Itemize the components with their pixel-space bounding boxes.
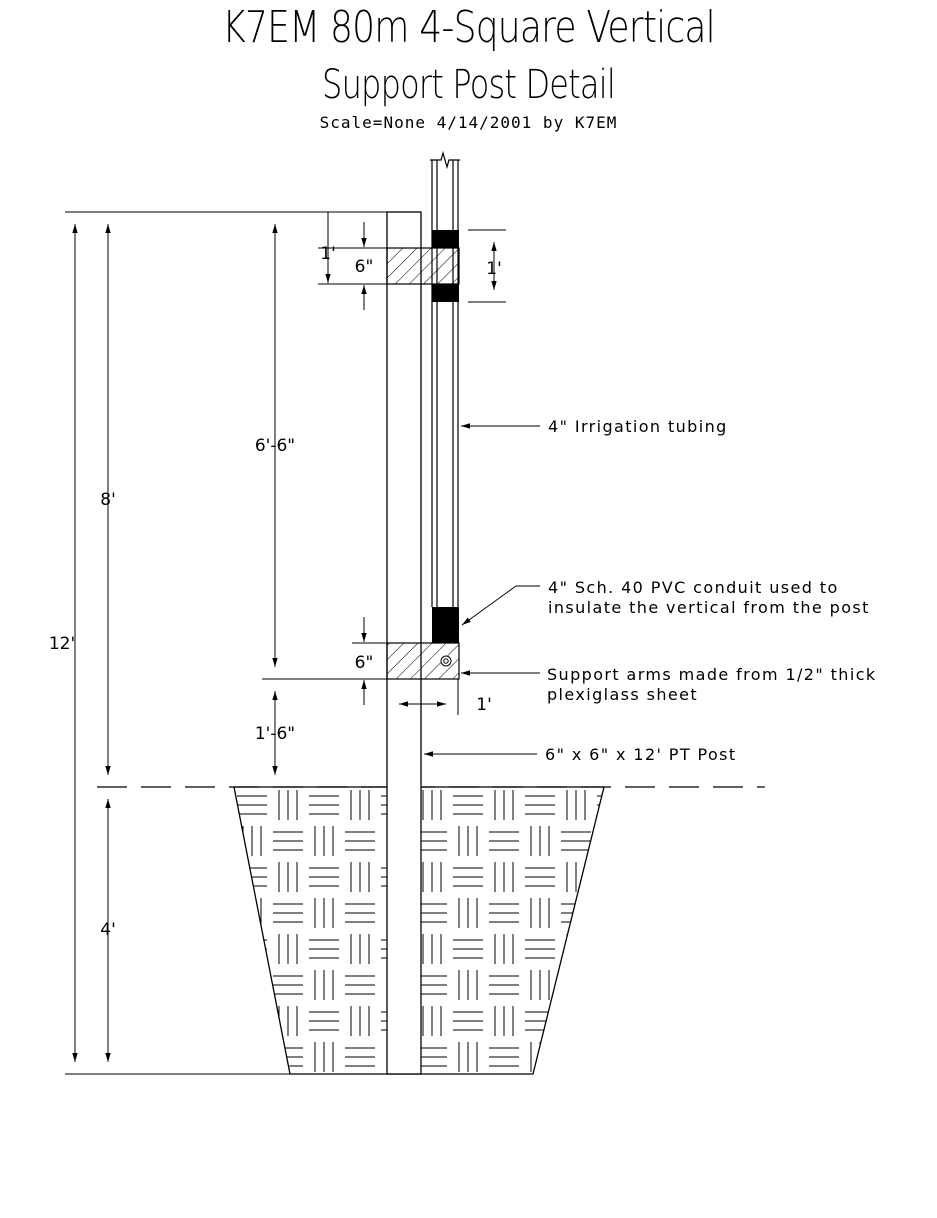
irrigation-tubing: [430, 150, 460, 607]
drawing-subtitle: Support Post Detail: [322, 62, 616, 108]
top-support-arm: [386, 247, 460, 285]
bottom-conduit: [432, 607, 459, 643]
dim-overall-height: 12': [49, 634, 75, 654]
drawing-title: K7EM 80m 4-Square Vertical: [222, 2, 716, 53]
concrete-footing: [233, 786, 605, 1075]
dim-above-ground: 8': [100, 490, 116, 510]
callout-leaders: [424, 423, 540, 757]
drawing-info: Scale=None 4/14/2001 by K7EM: [319, 113, 618, 132]
dim-arm-spacing: 6'-6": [255, 436, 295, 456]
dim-top-offset: 1': [320, 244, 336, 264]
dim-arm-width: 1': [476, 695, 492, 715]
dimension-lines: [72, 212, 497, 1062]
callout-conduit-line1: 4" Sch. 40 PVC conduit used to: [548, 578, 839, 597]
dim-below-ground: 4': [100, 920, 116, 940]
dim-top-arm-thickness: 6": [355, 257, 374, 277]
bottom-support-arm: [386, 642, 460, 680]
callout-arms-line2: plexiglass sheet: [547, 685, 698, 704]
callout-post: 6" x 6" x 12' PT Post: [545, 745, 737, 764]
callout-conduit-line2: insulate the vertical from the post: [548, 598, 870, 617]
callout-tubing: 4" Irrigation tubing: [548, 417, 728, 436]
extension-lines: [65, 211, 506, 1075]
callout-arms-line1: Support arms made from 1/2" thick: [547, 665, 877, 684]
dim-bottom-arm-thickness: 6": [355, 653, 374, 673]
top-conduit: [432, 230, 459, 302]
dim-arm-to-ground: 1'-6": [255, 724, 295, 744]
dim-conduit-length: 1': [486, 259, 502, 279]
